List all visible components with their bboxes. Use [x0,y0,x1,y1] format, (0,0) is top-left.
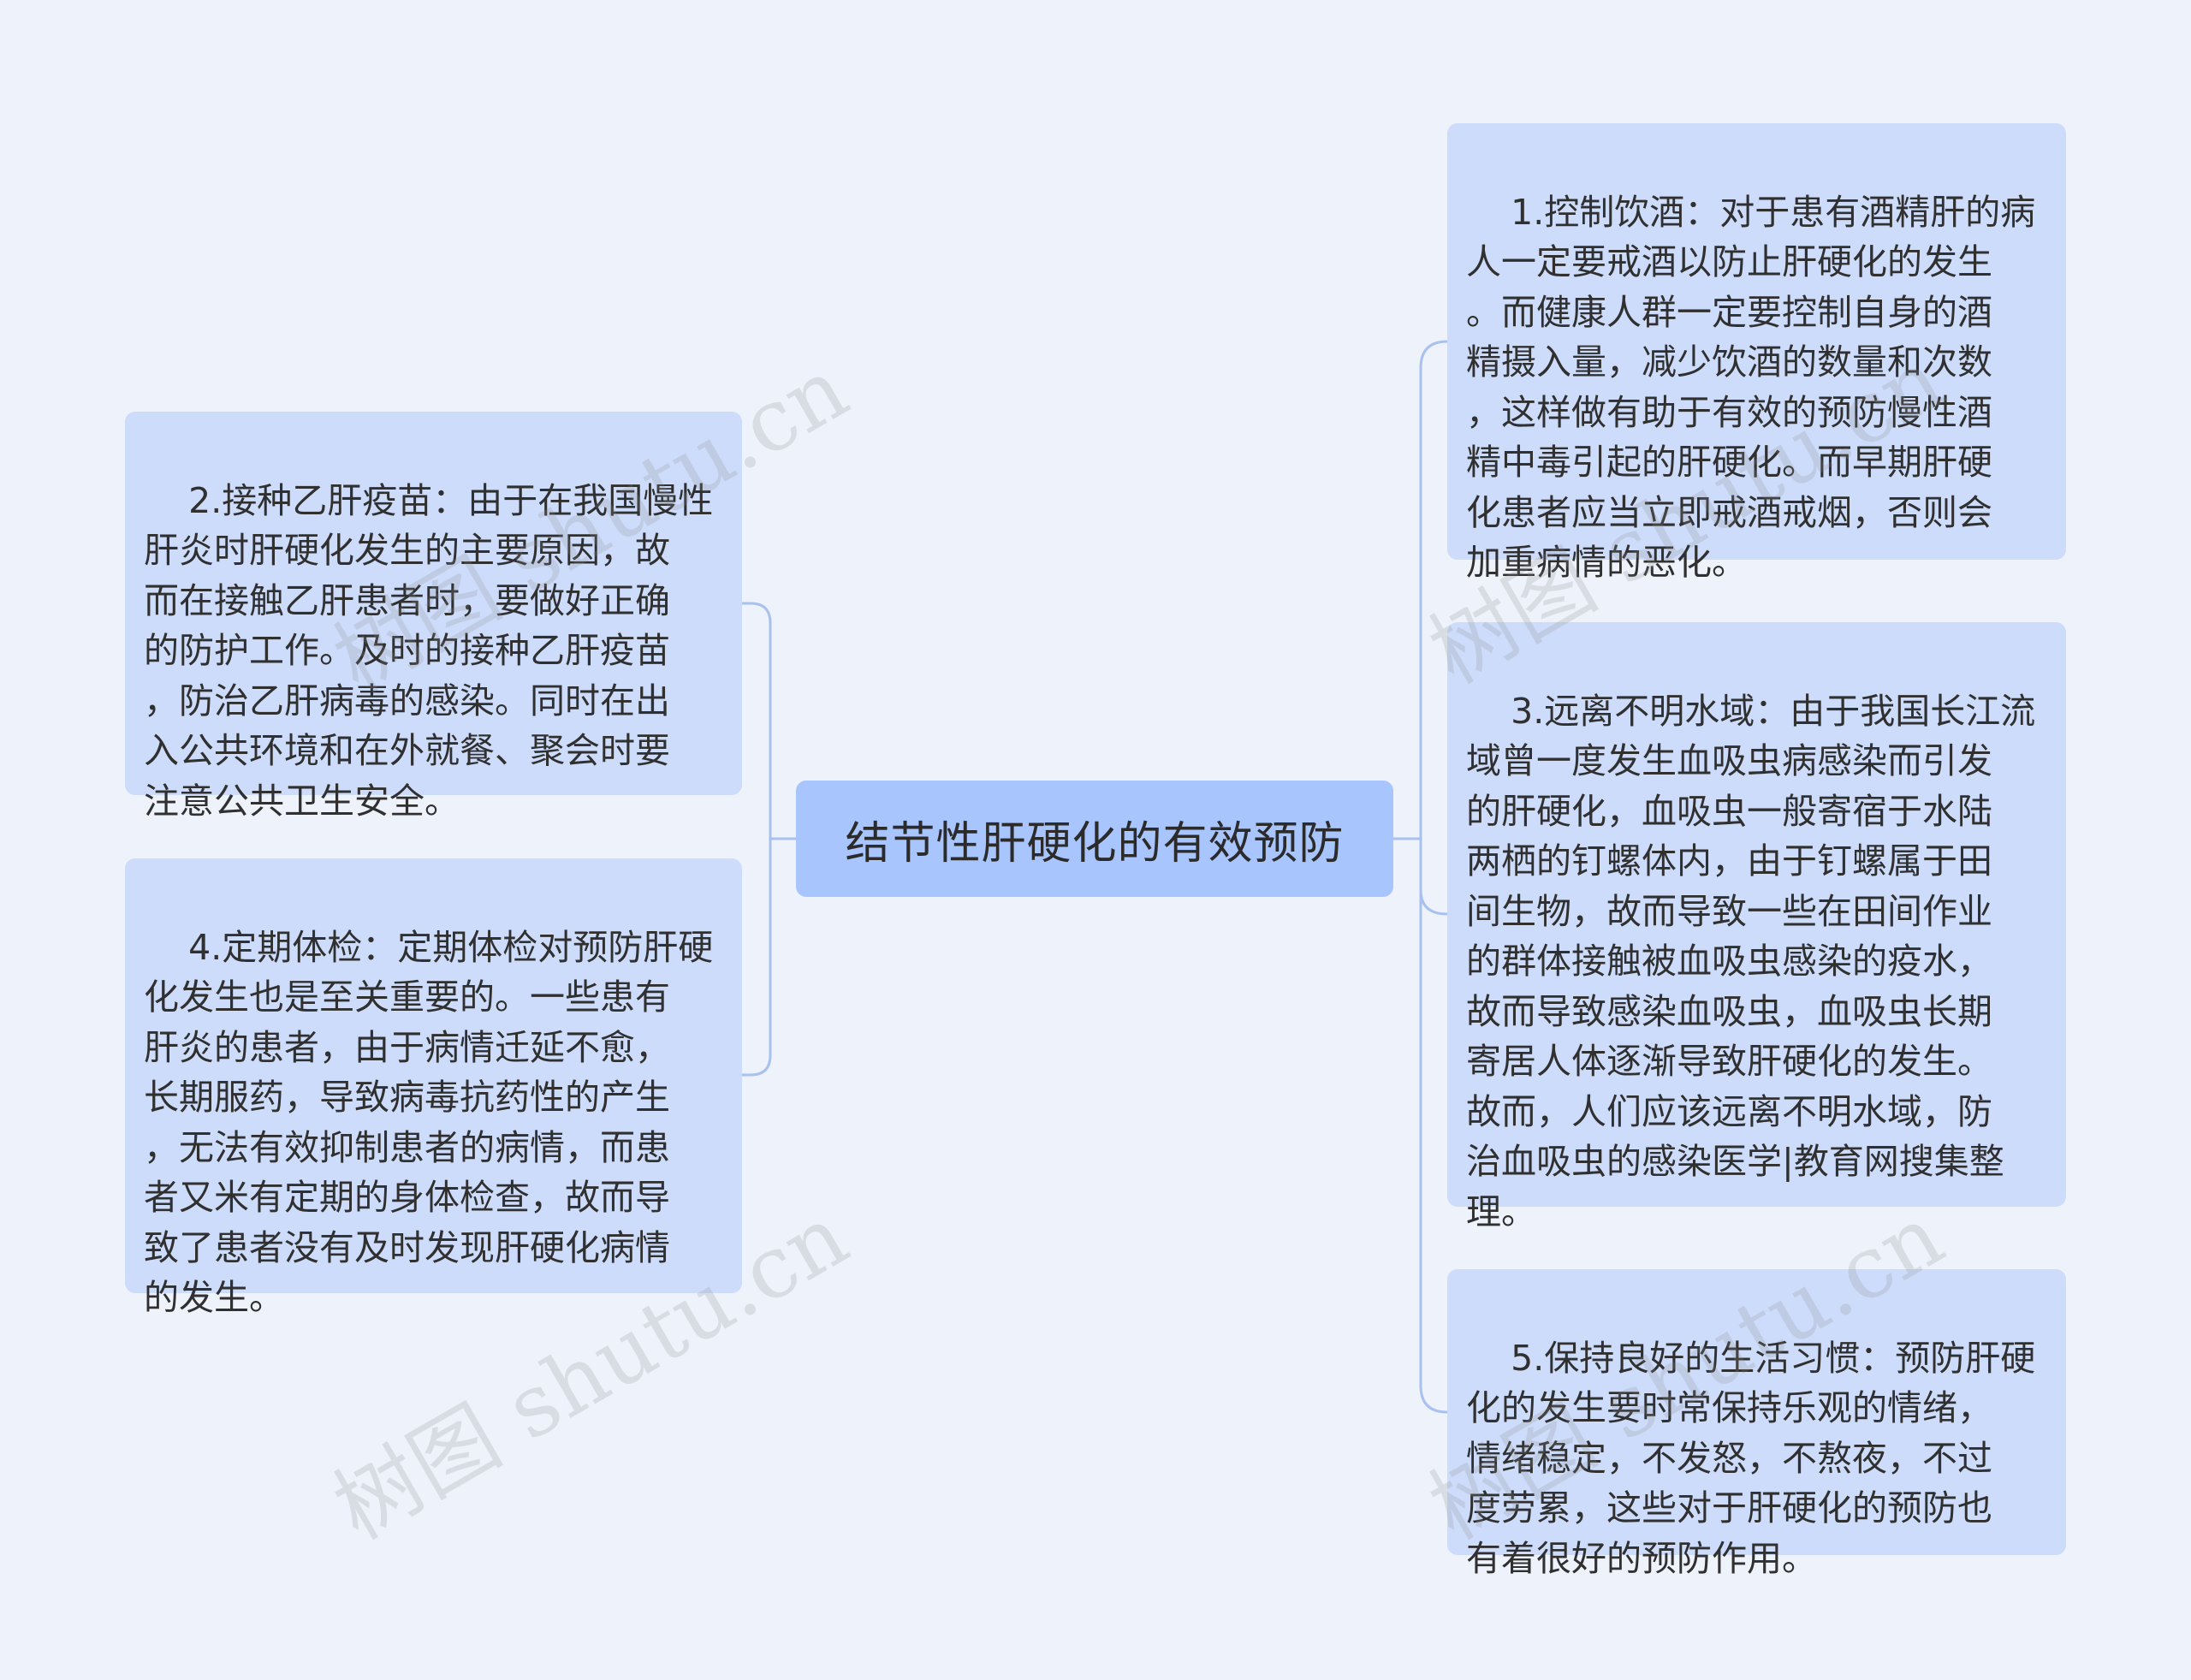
branch-node-text: 4.定期体检：定期体检对预防肝硬 化发生也是至关重要的。一些患有 肝炎的患者，由… [144,926,714,1319]
connector-right-bracket [1419,340,1448,1414]
branch-node-lifestyle[interactable]: 5.保持良好的生活习惯：预防肝硬 化的发生要时常保持乐观的情绪， 情绪稳定，不发… [1447,1269,2066,1579]
branch-node-text: 2.接种乙肝疫苗：由于在我国慢性 肝炎时肝硬化发生的主要原因，故 而在接触乙肝患… [144,479,714,822]
branch-node-vaccination[interactable]: 2.接种乙肝疫苗：由于在我国慢性 肝炎时肝硬化发生的主要原因，故 而在接触乙肝患… [125,412,742,822]
connector-right-mid [1419,889,1448,916]
central-topic-label: 结节性肝硬化的有效预防 [845,817,1345,870]
branch-node-checkup[interactable]: 4.定期体检：定期体检对预防肝硬 化发生也是至关重要的。一些患有 肝炎的患者，由… [125,858,742,1318]
branch-node-text: 1.控制饮酒：对于患有酒精肝的病 人一定要戒酒以防止肝硬化的发生 。而健康人群一… [1466,191,2036,584]
branch-node-text: 3.远离不明水域：由于我国长江流 域曾一度发生血吸虫病感染而引发 的肝硬化，血吸… [1466,690,2036,1232]
central-topic[interactable]: 结节性肝硬化的有效预防 [796,781,1393,897]
branch-node-text: 5.保持良好的生活习惯：预防肝硬 化的发生要时常保持乐观的情绪， 情绪稳定，不发… [1466,1337,2036,1579]
branch-node-alcohol[interactable]: 1.控制饮酒：对于患有酒精肝的病 人一定要戒酒以防止肝硬化的发生 。而健康人群一… [1447,123,2066,583]
branch-node-water[interactable]: 3.远离不明水域：由于我国长江流 域曾一度发生血吸虫病感染而引发 的肝硬化，血吸… [1447,622,2066,1232]
connector-left-bracket [750,602,772,1077]
